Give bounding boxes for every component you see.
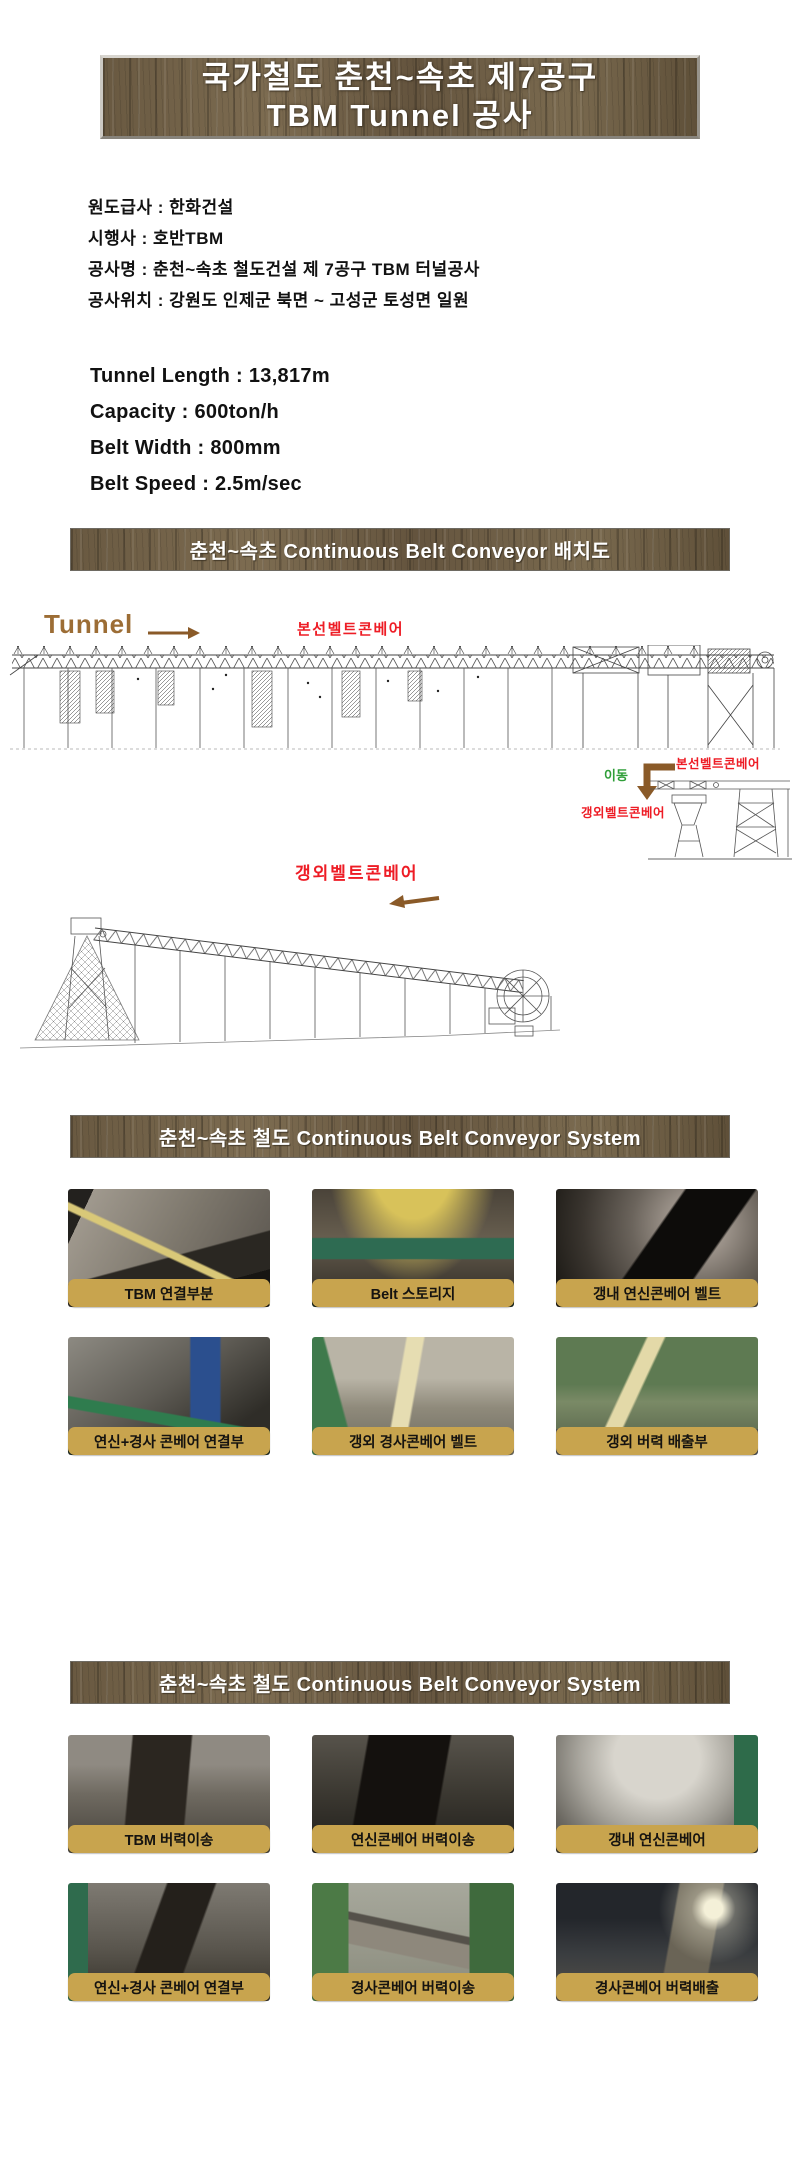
- photo-caption: 경사콘베어 버력이송: [312, 1973, 514, 2001]
- photo-cell: TBM 연결부분: [68, 1189, 270, 1307]
- main-belt-conveyor-label: 본선벨트콘베어: [297, 621, 405, 638]
- photo-grid-2: TBM 버력이송 연신콘베어 버력이송 갱내 연신콘베어 연신+경사 콘베어 연…: [68, 1735, 800, 2001]
- photo-cell: 연신+경사 콘베어 연결부: [68, 1337, 270, 1455]
- section-header-system-1: 춘천~속초 철도 Continuous Belt Conveyor System: [70, 1115, 730, 1158]
- photo-cell: 경사콘베어 버력배출: [556, 1883, 758, 2001]
- specs-block: Tunnel Length : 13,817m Capacity : 600to…: [90, 358, 800, 502]
- spec-capacity: Capacity : 600ton/h: [90, 401, 280, 423]
- photo-caption: 연신+경사 콘베어 연결부: [68, 1973, 270, 2001]
- photo-cell: TBM 버력이송: [68, 1735, 270, 1853]
- down-arrow-icon: [637, 763, 675, 800]
- info-contractor: 원도급사 : 한화건설: [88, 198, 234, 217]
- photo-caption: 갱내 연신콘베어: [556, 1825, 758, 1853]
- photo-grid-1: TBM 연결부분 Belt 스토리지 갱내 연신콘베어 벨트 연신+경사 콘베어…: [68, 1189, 800, 1455]
- photo-caption: TBM 버력이송: [68, 1825, 270, 1853]
- title-banner: 국가철도 춘천~속초 제7공구 TBM Tunnel 공사: [100, 55, 700, 139]
- photo-cell: 갱내 연신콘베어: [556, 1735, 758, 1853]
- photo-cell: 갱내 연신콘베어 벨트: [556, 1189, 758, 1307]
- outside-belt-conveyor-label: 갱외벨트콘베어: [295, 864, 419, 883]
- spec-belt-width: Belt Width : 800mm: [90, 437, 281, 459]
- conveyor-layout-diagram: Tunnel 본선벨트콘베어: [0, 571, 800, 1115]
- spec-belt-speed: Belt Speed : 2.5m/sec: [90, 473, 302, 495]
- move-label: 이동: [604, 768, 628, 783]
- photo-cell: Belt 스토리지: [312, 1189, 514, 1307]
- title-line-2: TBM Tunnel 공사: [266, 98, 534, 133]
- info-project-name: 공사명 : 춘천~속초 철도건설 제 7공구 TBM 터널공사: [88, 260, 480, 279]
- photo-caption: 갱외 버력 배출부: [556, 1427, 758, 1455]
- photo-cell: 갱외 경사콘베어 벨트: [312, 1337, 514, 1455]
- inset-outside-belt-label: 갱외벨트콘베어: [581, 806, 666, 820]
- photo-caption: 연신+경사 콘베어 연결부: [68, 1427, 270, 1455]
- tunnel-label: Tunnel: [44, 609, 134, 639]
- title-line-1: 국가철도 춘천~속초 제7공구: [201, 60, 599, 95]
- photo-cell: 경사콘베어 버력이송: [312, 1883, 514, 2001]
- project-info-block: 원도급사 : 한화건설 시행사 : 호반TBM 공사명 : 춘천~속초 철도건설…: [88, 192, 800, 316]
- photo-caption: 갱내 연신콘베어 벨트: [556, 1279, 758, 1307]
- surface-conveyor-drawing: [19, 917, 561, 1049]
- left-arrow-icon: [389, 895, 440, 908]
- section-header-system-2: 춘천~속초 철도 Continuous Belt Conveyor System: [70, 1661, 730, 1704]
- inset-main-belt-label: 본선벨트콘베어: [676, 757, 761, 771]
- photo-caption: Belt 스토리지: [312, 1279, 514, 1307]
- info-executor: 시행사 : 호반TBM: [88, 229, 224, 248]
- right-arrow-icon: [148, 627, 200, 639]
- photo-cell: 연신+경사 콘베어 연결부: [68, 1883, 270, 2001]
- spec-tunnel-length: Tunnel Length : 13,817m: [90, 365, 330, 387]
- main-conveyor-drawing: [9, 645, 780, 750]
- photo-caption: 갱외 경사콘베어 벨트: [312, 1427, 514, 1455]
- info-location: 공사위치 : 강원도 인제군 북면 ~ 고성군 토성면 일원: [88, 291, 470, 310]
- photo-caption: 연신콘베어 버력이송: [312, 1825, 514, 1853]
- photo-caption: TBM 연결부분: [68, 1279, 270, 1307]
- photo-cell: 갱외 버력 배출부: [556, 1337, 758, 1455]
- photo-cell: 연신콘베어 버력이송: [312, 1735, 514, 1853]
- photo-caption: 경사콘베어 버력배출: [556, 1973, 758, 2001]
- section-header-layout: 춘천~속초 Continuous Belt Conveyor 배치도: [70, 528, 730, 571]
- transfer-station-drawing: [648, 780, 792, 860]
